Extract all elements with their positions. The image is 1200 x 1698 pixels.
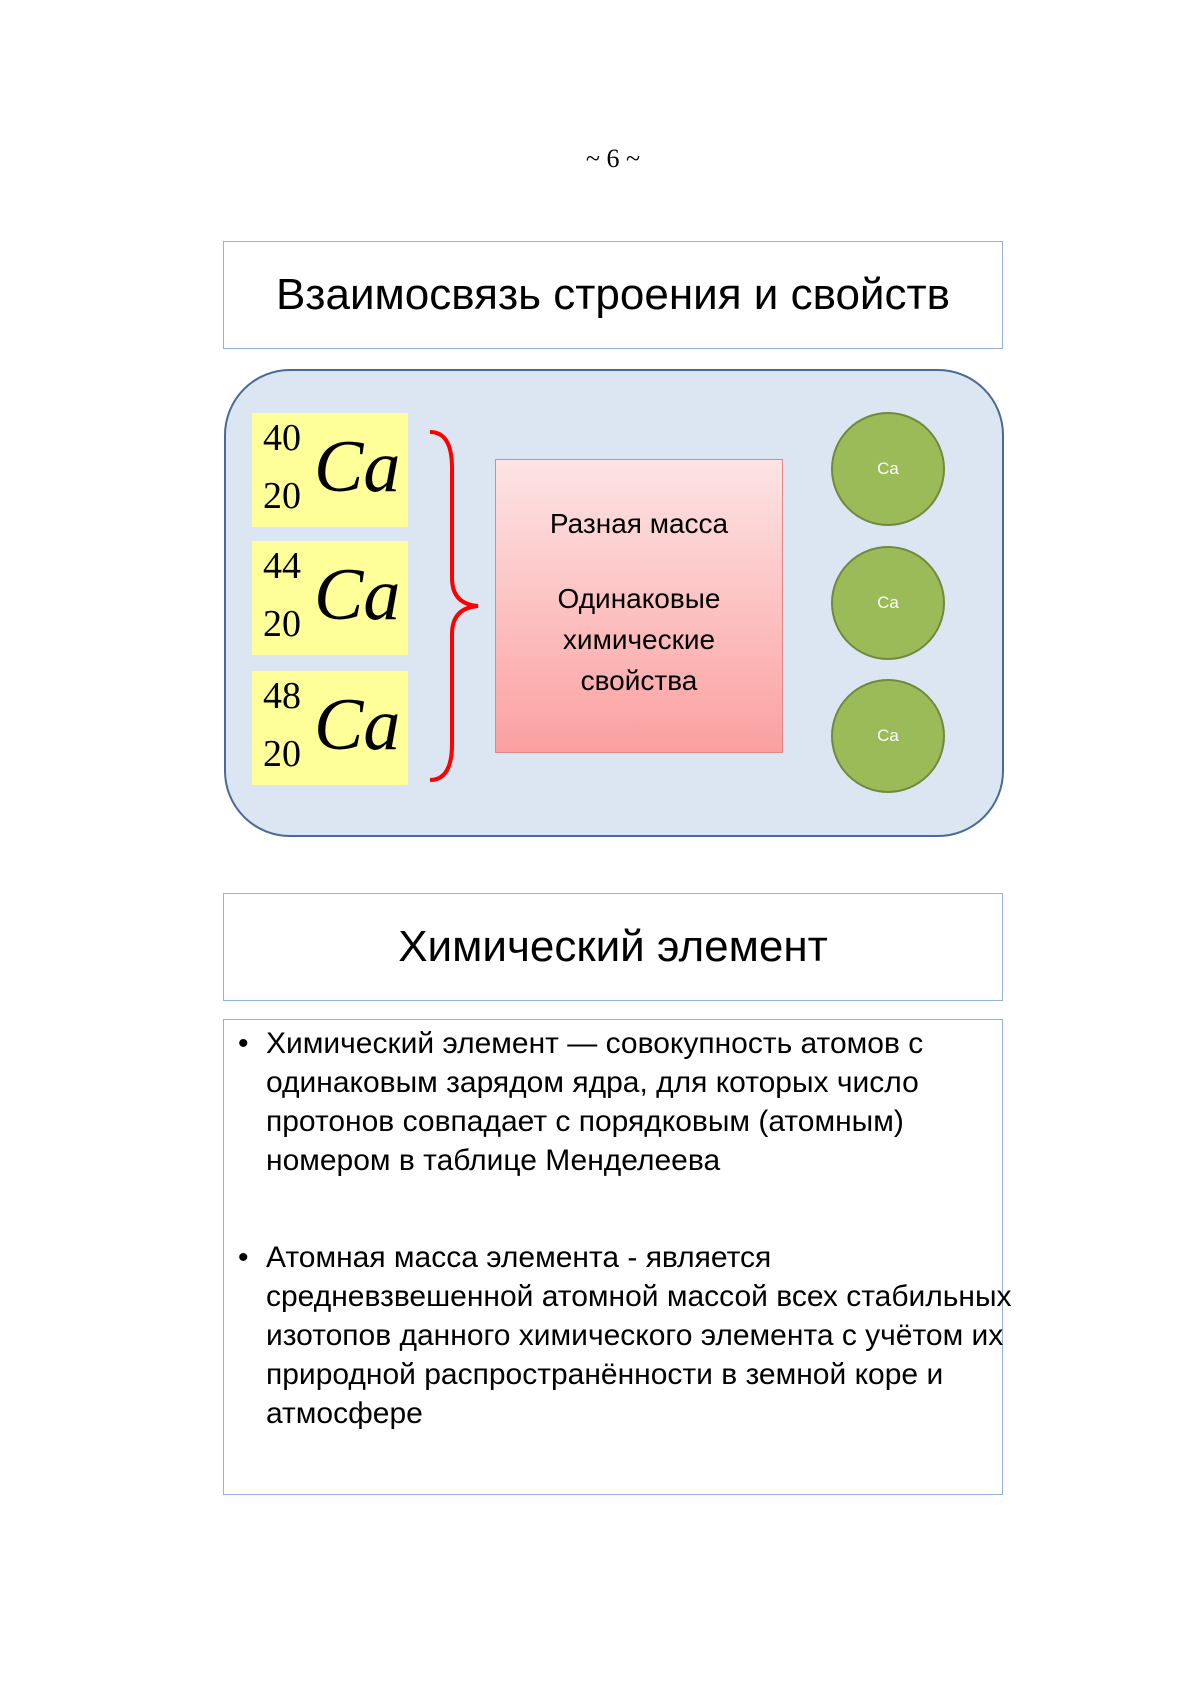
element-symbol: Ca (314, 427, 400, 507)
bullet-text: Атомная масса элемента - является средне… (266, 1241, 1012, 1430)
slide-title-chemical-element: Химический элемент (223, 893, 1003, 1001)
isotope-ca-40: 40 20 Ca (252, 413, 408, 527)
same-properties-label: Одинаковые химические свойства (496, 578, 782, 701)
mass-number: 44 (263, 547, 301, 585)
definitions-box: • Химический элемент — совокупность атомо… (223, 1019, 1003, 1495)
bullet-item: • Химический элемент — совокупность атомо… (238, 1024, 1016, 1180)
element-symbol: Ca (314, 685, 400, 765)
atomic-number: 20 (263, 477, 301, 515)
bullet-icon: • (238, 1238, 249, 1277)
atomic-number: 20 (263, 735, 301, 773)
properties-box: Разная масса Одинаковые химические свойс… (495, 459, 783, 753)
atom-circle: Ca (831, 412, 945, 526)
bullet-icon: • (238, 1024, 249, 1063)
atom-circle: Ca (831, 679, 945, 793)
atom-circle: Ca (831, 546, 945, 660)
slide-title-structure-properties: Взаимосвязь строения и свойств (223, 241, 1003, 349)
atomic-number: 20 (263, 605, 301, 643)
page-number: ~ 6 ~ (0, 144, 1200, 174)
different-mass-label: Разная масса (496, 508, 782, 540)
title-text: Химический элемент (398, 922, 828, 972)
bullet-item: • Атомная масса элемента - является средн… (238, 1238, 1016, 1433)
element-symbol: Ca (314, 555, 400, 635)
title-text: Взаимосвязь строения и свойств (276, 270, 950, 320)
bullet-text: Химический элемент — совокупность атомов… (266, 1027, 923, 1177)
curly-brace-icon (428, 428, 484, 784)
isotope-ca-48: 48 20 Ca (252, 671, 408, 785)
isotope-ca-44: 44 20 Ca (252, 541, 408, 655)
mass-number: 40 (263, 419, 301, 457)
mass-number: 48 (263, 677, 301, 715)
